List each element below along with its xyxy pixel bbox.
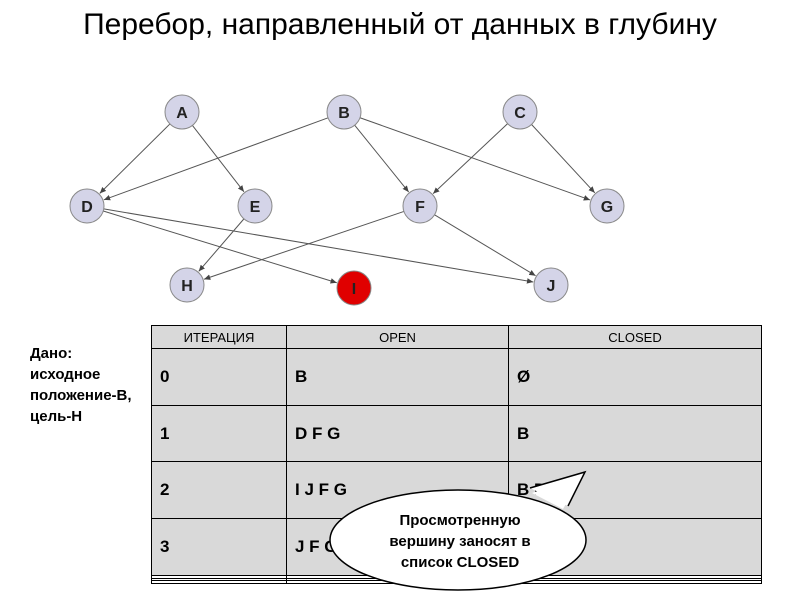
node-label-f: F (415, 199, 425, 216)
node-label-i: I (352, 281, 356, 298)
node-label-b: B (338, 105, 350, 122)
node-label-a: A (176, 105, 188, 122)
header-iteration: ИТЕРАЦИЯ (151, 325, 287, 349)
edge-a-e (192, 125, 245, 193)
node-label-j: J (547, 278, 556, 295)
callout-text: Просмотренную вершину заносят в список C… (389, 512, 531, 571)
cell-closed: B (508, 404, 762, 463)
header-closed: CLOSED (508, 325, 762, 349)
edge-d-j (103, 208, 534, 284)
edge-b-g (359, 117, 591, 201)
edge-c-g (531, 124, 596, 194)
node-i (336, 270, 372, 306)
given-conditions: Дано: исходное положение-В, цель-Н (30, 343, 155, 427)
cell-open: B (286, 348, 509, 406)
edge-e-h (198, 218, 245, 272)
edge-b-d (103, 117, 329, 201)
cell-iteration: 1 (151, 404, 287, 463)
edge-f-j (434, 214, 536, 277)
edge-c-f (432, 123, 508, 195)
edge-a-d (99, 123, 171, 194)
table-row: 1 D F G B (151, 404, 762, 463)
node-label-e: E (250, 199, 261, 216)
table-header-row: ИТЕРАЦИЯ OPEN CLOSED (151, 325, 762, 349)
cell-iteration: 0 (151, 348, 287, 406)
node-c (502, 94, 538, 130)
node-j (533, 267, 569, 303)
page-title: Перебор, направленный от данных в глубин… (83, 8, 717, 41)
node-f (402, 188, 438, 224)
cell-iteration: 3 (151, 518, 287, 576)
node-label-d: D (81, 199, 93, 216)
node-e (237, 188, 273, 224)
edge-f-h (203, 210, 405, 280)
node-d (69, 188, 105, 224)
node-label-g: G (601, 199, 613, 216)
given-goal: цель-Н (30, 408, 83, 425)
closed-list: Ø (517, 366, 531, 386)
given-label: Дано: (30, 345, 73, 362)
table-row: 0 B Ø (151, 348, 762, 406)
given-start-value: положение-В, (30, 387, 132, 404)
node-label-h: H (181, 278, 193, 295)
header-open: OPEN (286, 325, 509, 349)
node-label-c: C (514, 105, 526, 122)
given-start-label: исходное (30, 366, 101, 383)
node-b (326, 94, 362, 130)
closed-list: B (517, 423, 530, 443)
cell-closed: Ø (508, 348, 762, 406)
cell-iteration: 2 (151, 461, 287, 520)
node-h (169, 267, 205, 303)
node-a (164, 94, 200, 130)
edge-b-f (354, 124, 410, 193)
cell-open: D F G (286, 404, 509, 463)
node-g (589, 188, 625, 224)
